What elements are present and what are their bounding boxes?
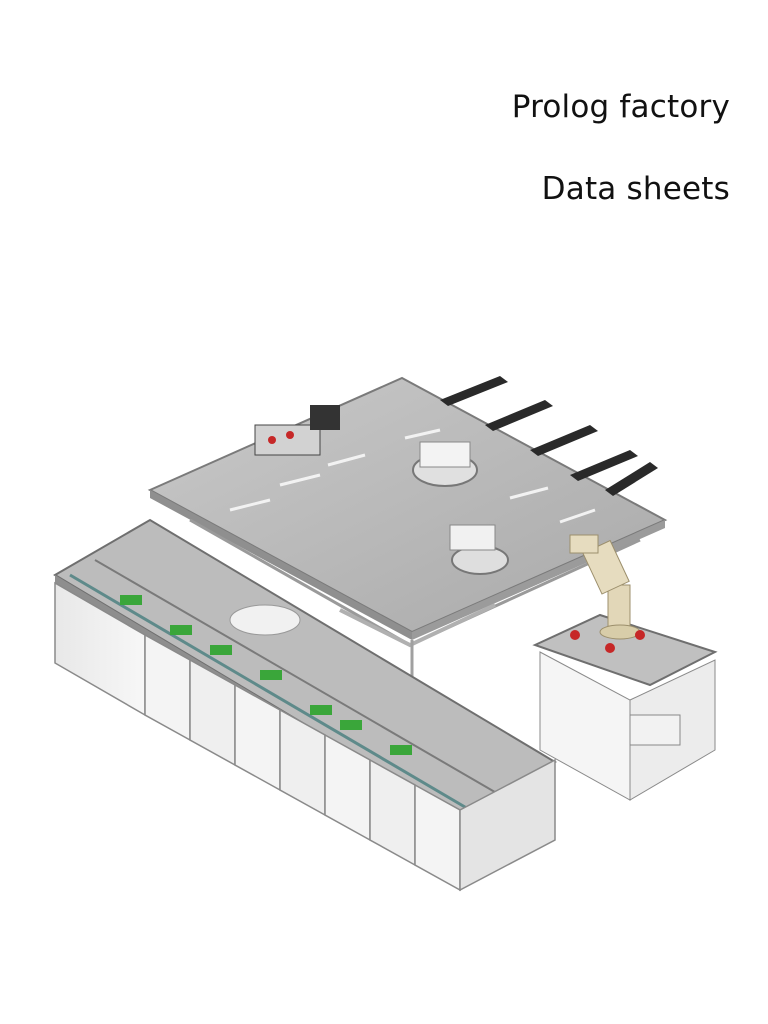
cabinets: [54, 581, 556, 892]
document-subtitle: Data sheets: [541, 171, 730, 207]
docking-stations: [440, 376, 658, 496]
storage-station: [254, 405, 340, 456]
robot-cell: [532, 534, 718, 801]
cover-title-block: Prolog factory Data sheets: [512, 86, 730, 210]
mobile-robots: [412, 441, 509, 575]
factory-illustration: [53, 376, 718, 892]
document-title: Prolog factory: [511, 89, 730, 125]
